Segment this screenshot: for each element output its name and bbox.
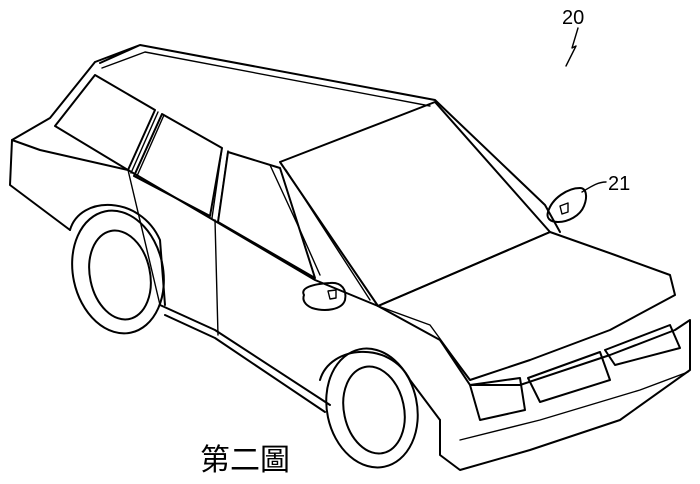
left-side-mirror — [302, 281, 347, 311]
front-tire — [325, 347, 419, 469]
hood — [377, 231, 676, 381]
door-seams — [127, 169, 219, 336]
rear-wheel-arch — [69, 203, 166, 306]
headlight-right — [604, 324, 681, 366]
front-rim — [342, 365, 406, 455]
a-pillar — [269, 164, 371, 301]
roof-rail — [101, 51, 431, 107]
rear-rim — [88, 229, 152, 321]
roof-outline — [11, 44, 561, 233]
body-side — [9, 139, 379, 307]
figure-caption: 第二圖 — [200, 443, 290, 478]
b-pillar — [130, 111, 229, 222]
rear-tire — [71, 209, 165, 335]
right-side-mirror — [546, 187, 588, 223]
rocker-panel — [159, 304, 331, 413]
left-mirror-indicator — [327, 289, 337, 300]
reference-numeral-21: 21 — [608, 173, 630, 195]
leader-21 — [581, 181, 607, 193]
leader-20 — [565, 27, 579, 67]
hood-crease — [377, 305, 471, 381]
bumper-line — [459, 371, 689, 441]
headlight-left — [469, 377, 526, 421]
front-fascia — [439, 319, 691, 471]
reference-numeral-20: 20 — [562, 7, 584, 29]
rear-quarter-window — [54, 74, 156, 171]
right-mirror-indicator — [559, 202, 569, 215]
grille — [527, 351, 611, 403]
front-door-window — [217, 151, 316, 279]
